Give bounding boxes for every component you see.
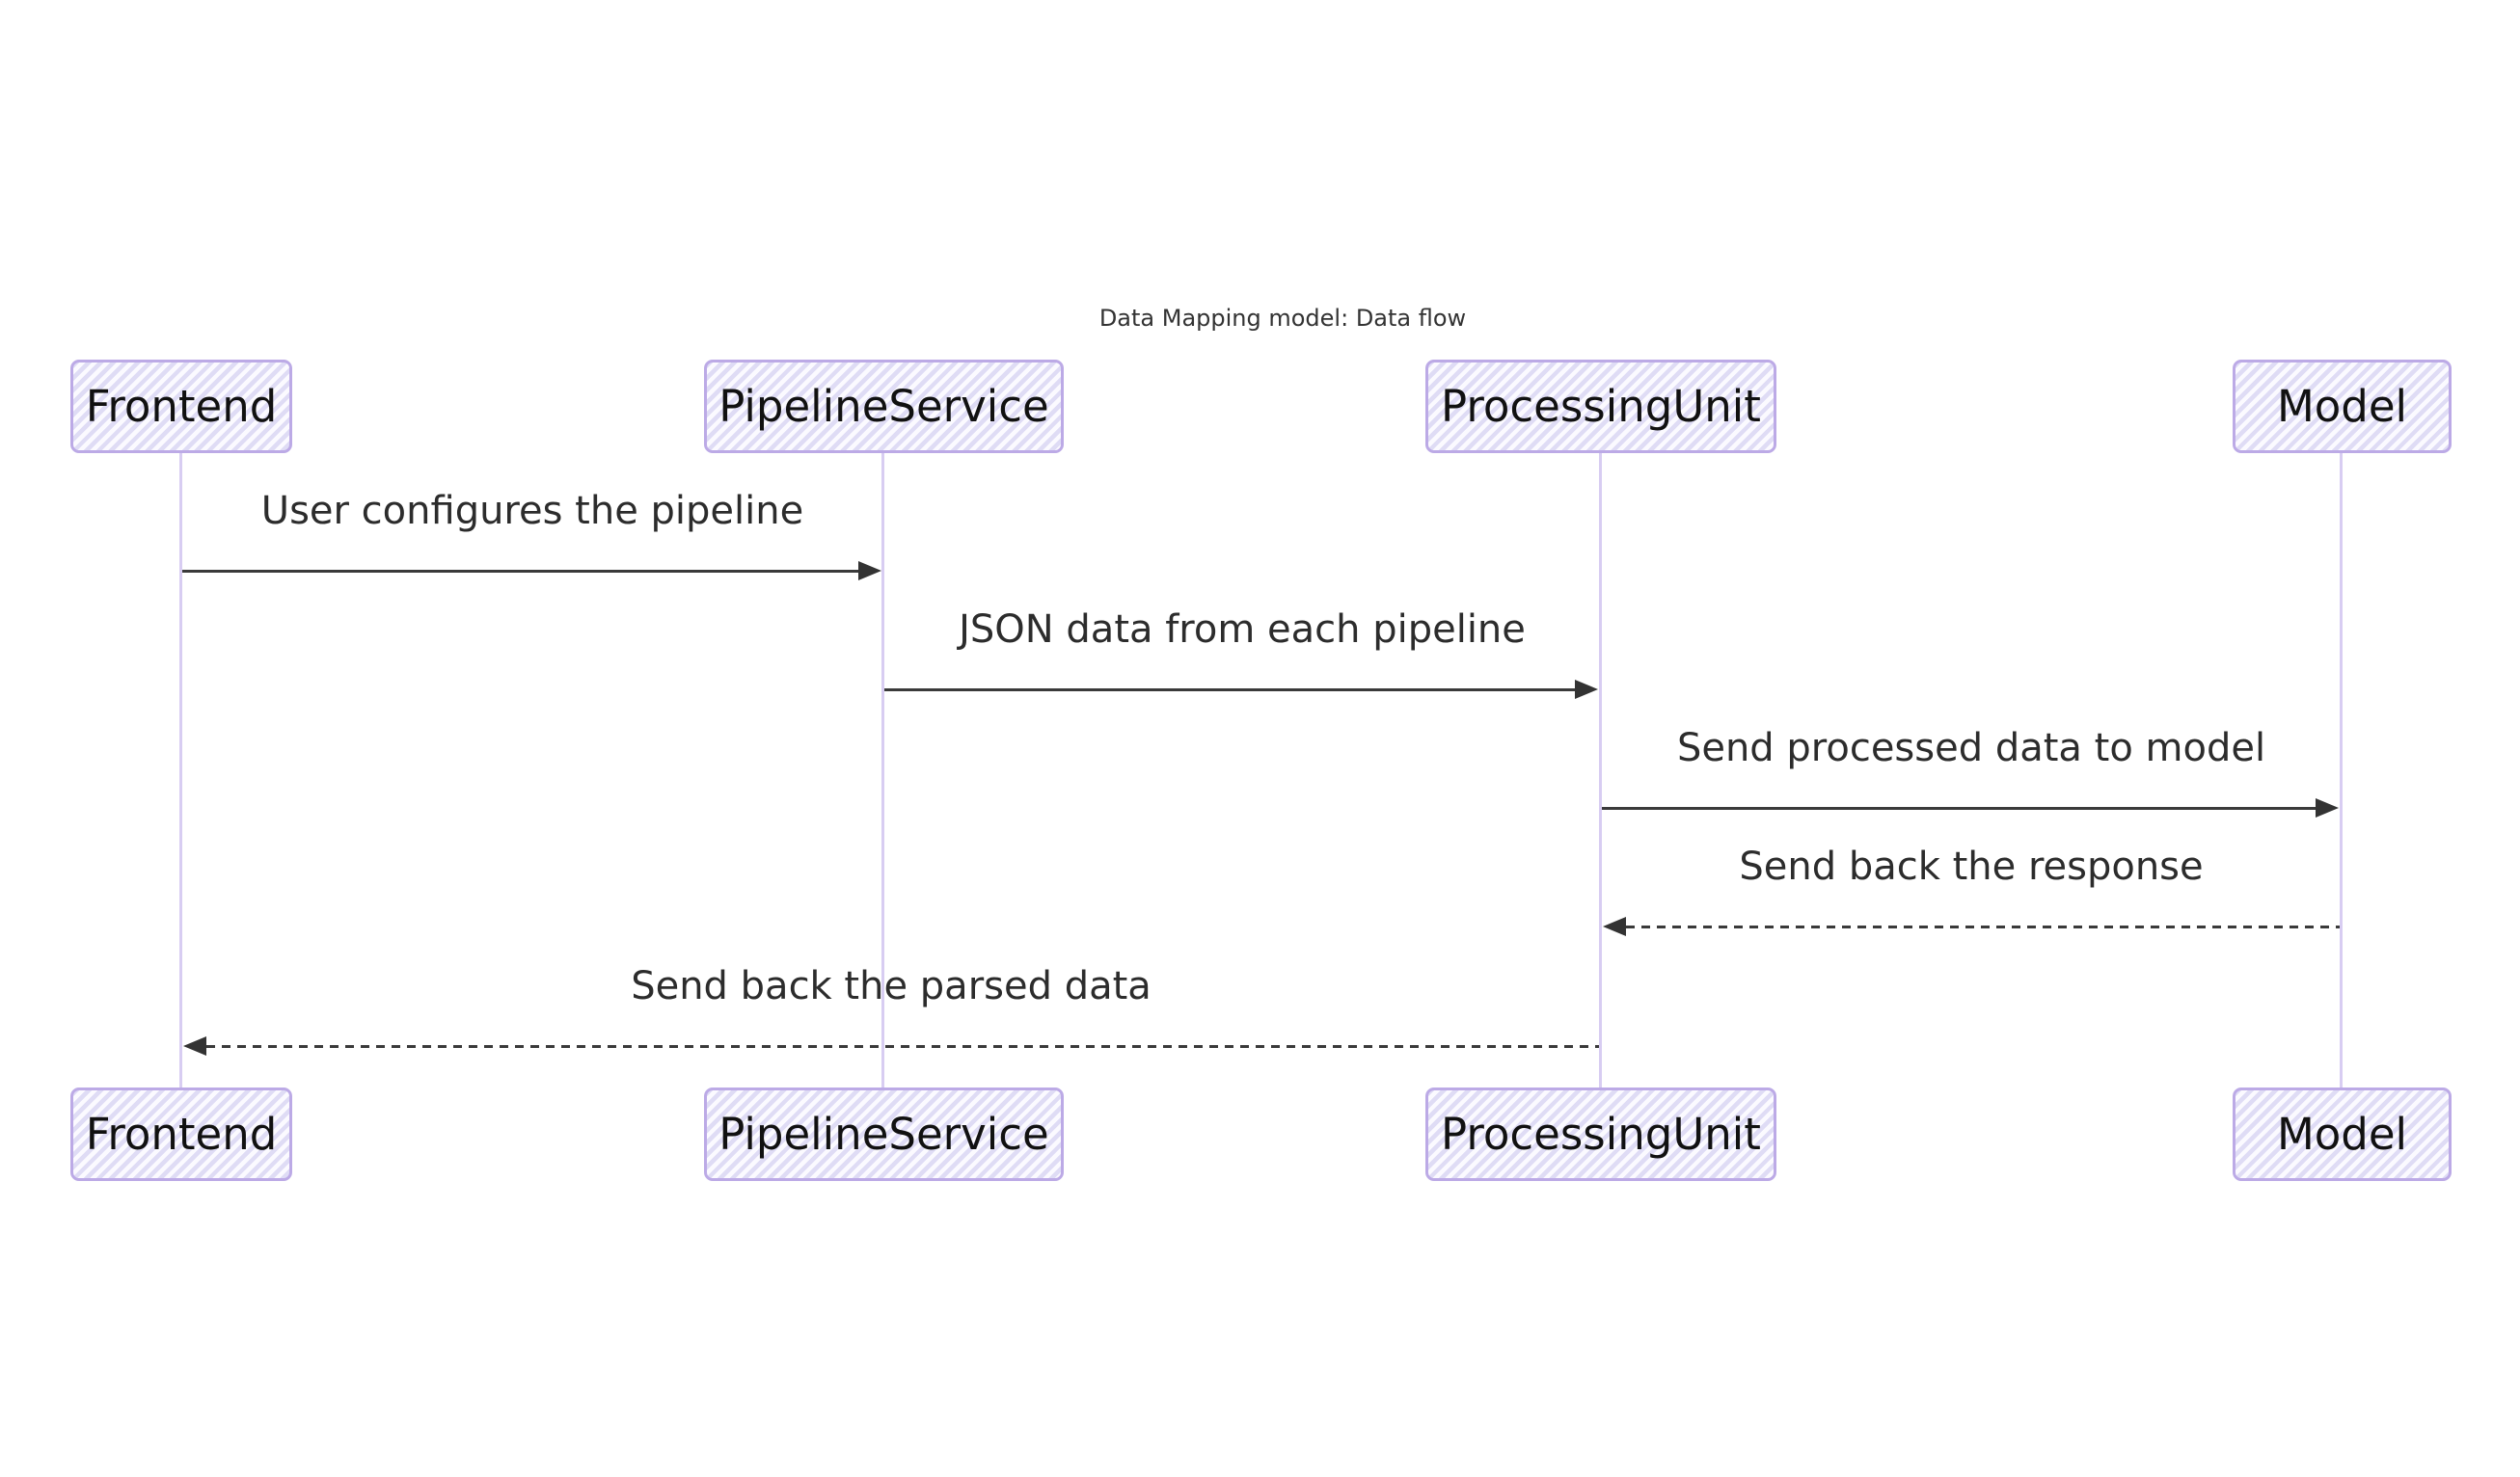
message-line-3 <box>1602 807 2317 810</box>
lifeline-frontend <box>179 453 182 1088</box>
actor-label-processingunit-bottom: ProcessingUnit <box>1441 1109 1761 1160</box>
actor-label-frontend-bottom: Frontend <box>85 1109 278 1160</box>
actor-box-processingunit-bottom: ProcessingUnit <box>1425 1088 1776 1181</box>
message-line-5 <box>206 1045 1599 1048</box>
arrowhead-right-icon <box>2316 798 2339 818</box>
actor-box-processingunit-top: ProcessingUnit <box>1425 360 1776 453</box>
actor-box-frontend-bottom: Frontend <box>70 1088 292 1181</box>
actor-label-pipelineservice-bottom: PipelineService <box>718 1109 1049 1160</box>
message-label-5: Send back the parsed data <box>631 964 1152 1008</box>
actor-box-pipelineservice-top: PipelineService <box>704 360 1064 453</box>
lifeline-pipelineservice <box>881 453 884 1088</box>
actor-box-frontend-top: Frontend <box>70 360 292 453</box>
arrowhead-right-icon <box>858 561 881 580</box>
message-line-4 <box>1626 926 2340 928</box>
arrowhead-left-icon <box>1603 917 1626 936</box>
lifeline-model <box>2340 453 2343 1088</box>
arrowhead-right-icon <box>1575 680 1598 699</box>
actor-label-model-bottom: Model <box>2276 1109 2408 1160</box>
message-label-1: User configures the pipeline <box>260 489 804 533</box>
actor-box-pipelineservice-bottom: PipelineService <box>704 1088 1064 1181</box>
lifeline-processingunit <box>1599 453 1602 1088</box>
message-label-3: Send processed data to model <box>1676 726 2266 770</box>
actor-box-model-bottom: Model <box>2233 1088 2452 1181</box>
actor-label-model-top: Model <box>2276 381 2408 432</box>
actor-label-processingunit-top: ProcessingUnit <box>1441 381 1761 432</box>
message-line-1 <box>182 570 860 573</box>
actor-box-model-top: Model <box>2233 360 2452 453</box>
actor-label-frontend-top: Frontend <box>85 381 278 432</box>
actor-label-pipelineservice-top: PipelineService <box>718 381 1049 432</box>
message-line-2 <box>884 688 1577 691</box>
message-label-4: Send back the response <box>1739 845 2204 889</box>
message-label-2: JSON data from each pipeline <box>959 607 1526 652</box>
diagram-title: Data Mapping model: Data flow <box>1098 305 1467 332</box>
arrowhead-left-icon <box>183 1036 206 1056</box>
